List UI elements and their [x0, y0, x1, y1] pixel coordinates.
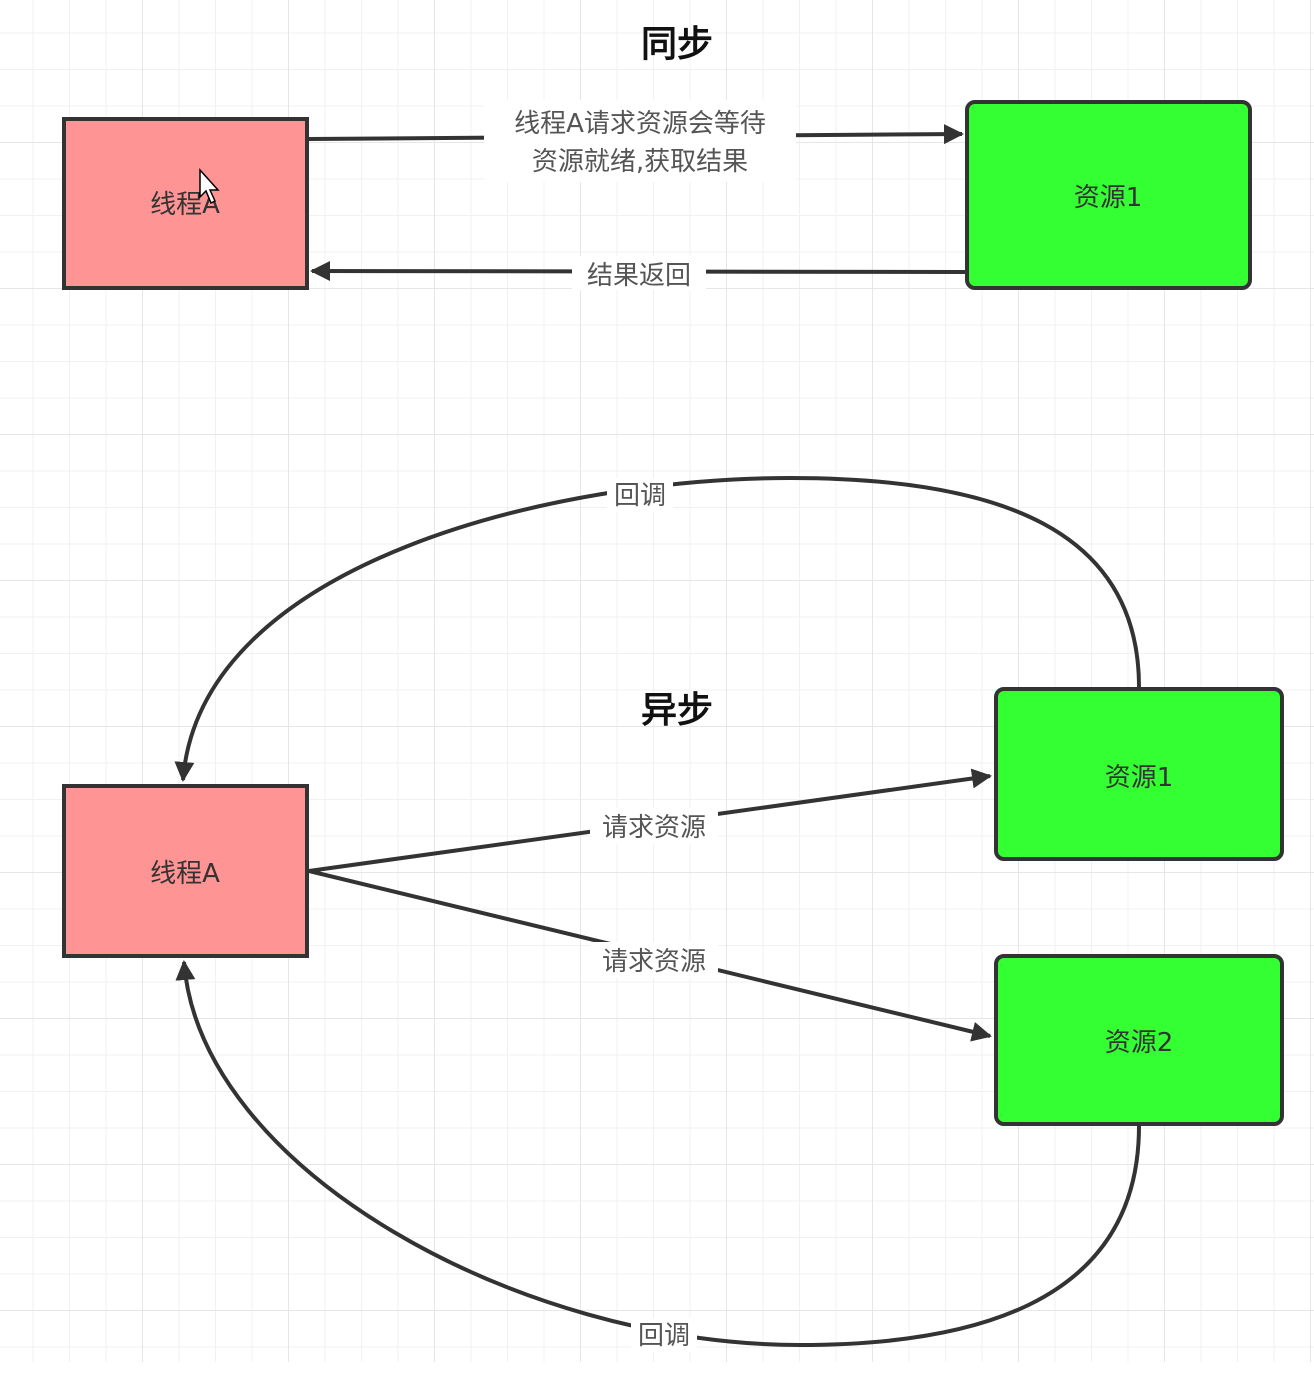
async-resource1-label: 资源1: [1105, 763, 1174, 793]
sync-thread-box[interactable]: [62, 117, 309, 290]
sync-request-label-bg: [484, 100, 796, 182]
async-request1-label: 请求资源: [602, 813, 706, 843]
sync-return-label: 结果返回: [587, 261, 691, 291]
async-resource2-label: 资源2: [1105, 1028, 1174, 1058]
sync-resource-label: 资源1: [1074, 183, 1143, 213]
async-resource2-box[interactable]: [994, 954, 1284, 1126]
sync-title: 同步: [641, 24, 713, 65]
sync-request-label-line1: 线程A请求资源会等待: [514, 109, 766, 139]
async-callback2-arrow[interactable]: [175, 960, 1141, 1348]
mouse-pointer-icon: [199, 168, 220, 205]
sync-request-label-line2: 资源就绪,获取结果: [532, 147, 748, 177]
async-request2-label: 请求资源: [602, 947, 706, 977]
async-request1-label-bg: [590, 808, 718, 844]
async-thread-label: 线程A: [150, 859, 220, 889]
sync-return-label-bg: [572, 256, 706, 290]
async-callback1-arrow[interactable]: [174, 475, 1141, 782]
async-callback1-label: 回调: [614, 481, 666, 511]
async-resource1-box[interactable]: [994, 687, 1284, 861]
async-thread-box[interactable]: [62, 784, 309, 958]
async-callback2-label: 回调: [638, 1321, 690, 1351]
async-callback1-label-bg: [607, 478, 673, 512]
async-title: 异步: [641, 690, 713, 731]
sync-resource-box[interactable]: [965, 100, 1252, 290]
async-callback2-label-bg: [631, 1318, 697, 1352]
async-request2-label-bg: [590, 942, 718, 978]
